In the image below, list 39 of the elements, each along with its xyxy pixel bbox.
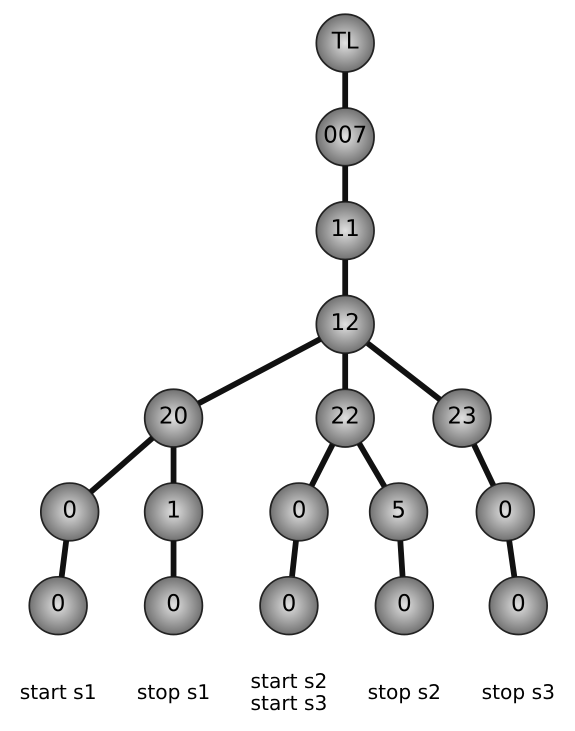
- connector: [289, 540, 299, 577]
- node-circle: 0: [476, 482, 536, 542]
- connector: [506, 540, 518, 578]
- connector: [197, 336, 322, 406]
- node-circle: 0: [269, 482, 329, 542]
- node-circle: 1: [144, 482, 204, 542]
- node-circle: 0: [144, 576, 204, 636]
- node-label: stop s2: [368, 680, 442, 704]
- connector: [356, 442, 387, 488]
- node-label: start s3: [250, 690, 328, 715]
- node-circle: 20: [144, 388, 204, 448]
- node-circle: 5: [368, 482, 428, 542]
- connector: [342, 166, 348, 202]
- node-circle: 22: [315, 388, 375, 448]
- node-label: stop s1: [136, 680, 210, 704]
- node-circle: TL: [315, 13, 375, 73]
- connector: [342, 72, 348, 108]
- connector: [342, 260, 348, 296]
- node-circle: 0: [488, 576, 548, 636]
- node-circle: 12: [315, 294, 375, 354]
- node-circle: 11: [315, 200, 375, 260]
- connector: [397, 540, 406, 577]
- node-circle: 007: [315, 107, 375, 167]
- connector: [366, 341, 442, 402]
- connector: [471, 444, 496, 487]
- node-label: stop s3: [482, 680, 555, 704]
- node-label: start s2: [250, 669, 328, 694]
- connector: [170, 447, 176, 483]
- connector: [342, 354, 348, 390]
- node-circle: 0: [28, 576, 88, 636]
- node-circle: 23: [432, 388, 492, 448]
- connector: [170, 541, 176, 577]
- node-circle: 0: [40, 482, 100, 542]
- node-circle: 0: [259, 576, 319, 636]
- connector: [58, 540, 70, 578]
- node-circle: 0: [374, 576, 434, 636]
- node-label: start s1: [20, 680, 97, 704]
- connector: [309, 443, 336, 487]
- connector: [88, 436, 154, 494]
